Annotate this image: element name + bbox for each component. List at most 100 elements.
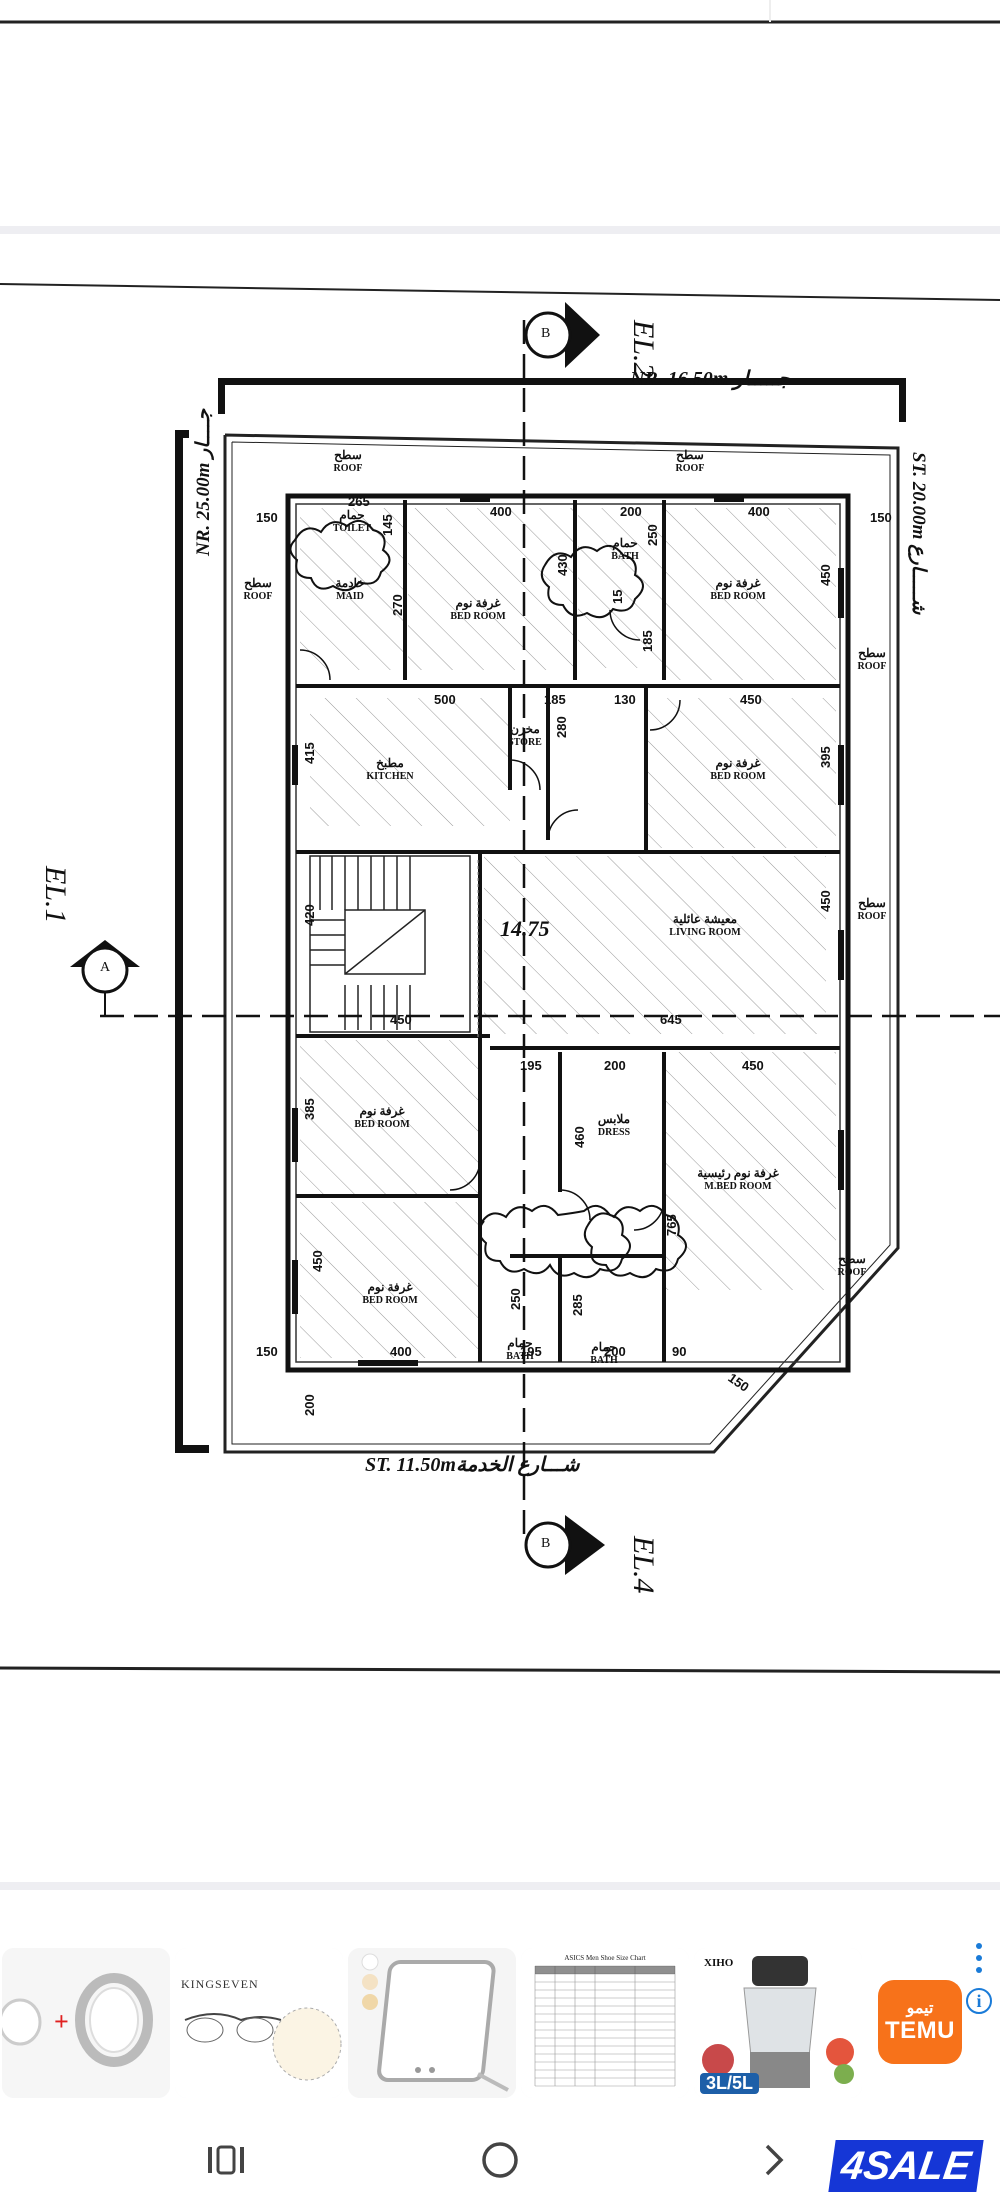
elevation-marker-1 (70, 940, 140, 1016)
home-icon (482, 2142, 518, 2178)
elevation-marker-2 (524, 302, 600, 368)
temu-logo[interactable]: تيمو TEMU (878, 1980, 962, 2064)
recent-apps-icon (208, 2145, 244, 2175)
ad-card-lamp[interactable] (348, 1948, 516, 2098)
room-label-arabic: سطح (838, 1252, 866, 1266)
room-label-english: MAID (336, 591, 364, 602)
room-label-arabic: حمام (612, 536, 638, 550)
dimension-label: 450 (740, 692, 762, 707)
room-label-arabic: غرفة نوم (715, 576, 761, 590)
room-label-english: KITCHEN (366, 771, 414, 782)
room-label-arabic: غرفة نوم (359, 1104, 405, 1118)
dimension-label: 195 (520, 1058, 542, 1073)
floor-plan-image[interactable]: EL.1 EL.2 EL.4 A B B NR. 16.50m جـــــار… (0, 236, 1000, 1676)
dimension-label: 500 (434, 692, 456, 707)
dimension-label: 395 (818, 746, 833, 768)
room-label-arabic: حمام (507, 1336, 533, 1350)
separator (0, 226, 1000, 234)
dimension-label: 450 (818, 564, 833, 586)
room-label-english: BED ROOM (710, 591, 766, 602)
street-label-ar: شـــارع الخدمة (455, 1454, 580, 1476)
room-label-arabic: سطح (676, 448, 704, 462)
dimension-label: 200 (302, 1394, 317, 1416)
recent-apps-button[interactable] (196, 2132, 256, 2188)
elevation-marker-4 (524, 1515, 605, 1575)
chopper-brand: XIHO (704, 1957, 734, 1969)
dimension-label: 450 (818, 890, 833, 912)
dimension-label: 460 (572, 1126, 587, 1148)
dimension-label: 150 (725, 1370, 752, 1395)
dimension-label: 645 (660, 1012, 682, 1027)
ad-carousel[interactable]: + KINGSEVEN ASICS Men Shoe Size Cha (0, 1940, 1000, 2110)
dimension-label: 185 (544, 692, 566, 707)
floor-plan-drawing (0, 283, 1000, 1674)
kingseven-label: KINGSEVEN (181, 1977, 259, 1991)
street-label: ST. 11.50mشـــارع الخدمة (365, 1452, 579, 1477)
dimension-label: 250 (508, 1288, 523, 1310)
room-label-english: ROOF (333, 463, 363, 474)
room-label-english: BED ROOM (450, 611, 506, 622)
room-label-english: TOILET (332, 523, 372, 534)
temu-logo-text: TEMU (885, 2017, 955, 2044)
section-mark: B (541, 326, 551, 341)
room-label-arabic: معيشة عائلية (672, 912, 738, 926)
temu-logo-arabic: تيمو (906, 2000, 934, 2017)
dimension-label: 195 (520, 1344, 542, 1359)
room-label-english: BED ROOM (710, 771, 766, 782)
size-chart-title: ASICS Men Shoe Size Chart (564, 1954, 645, 1962)
room-label-english: BATH (506, 1351, 534, 1362)
dimension-label: 15 (610, 589, 625, 604)
street-label-en: ST. 11.50m (365, 1454, 456, 1476)
ad-card-kingseven[interactable]: KINGSEVEN (175, 1948, 343, 2098)
dimension-label: 200 (620, 504, 642, 519)
ad-card-size-chart[interactable]: ASICS Men Shoe Size Chart (521, 1948, 689, 2098)
dimension-label: 415 (302, 742, 317, 764)
elevation-label: EL.4 (627, 1536, 660, 1594)
top-strip (0, 0, 1000, 226)
dimension-label: 450 (310, 1250, 325, 1272)
room-label-arabic: حمام (591, 1340, 617, 1354)
ad-info-icon[interactable]: i (966, 1988, 992, 2014)
dimension-label: 265 (348, 494, 370, 509)
room-label-arabic: سطح (858, 896, 886, 910)
back-button[interactable] (744, 2132, 804, 2188)
room-label-arabic: غرفة نوم رئيسية (697, 1166, 779, 1180)
dimension-label: 150 (870, 510, 892, 525)
dimension-label: 420 (302, 904, 317, 926)
room-label-arabic: مطبخ (376, 756, 404, 770)
room-label-arabic: غرفة نوم (715, 756, 761, 770)
navigation-bar: 4SALE (0, 2110, 1000, 2211)
ad-card-watch-case[interactable]: + (2, 1948, 170, 2098)
dimension-label: 200 (604, 1344, 626, 1359)
room-label-english: BATH (590, 1355, 618, 1366)
size-chart-image: ASICS Men Shoe Size Chart (521, 1948, 689, 2098)
svg-text:+: + (54, 2007, 69, 2036)
dimension-label: 450 (742, 1058, 764, 1073)
4sale-logo[interactable]: 4SALE (828, 2140, 984, 2192)
ad-options-icon[interactable] (974, 1940, 984, 1980)
room-label-arabic: حمام (339, 508, 365, 522)
room-label-arabic: غرفة نوم (367, 1280, 413, 1294)
dimension-label: 250 (645, 524, 660, 546)
ad-card-food-chopper[interactable]: XIHO 3L/5L (694, 1948, 862, 2098)
lamp-image (348, 1948, 516, 2098)
room-label-english: BED ROOM (362, 1295, 418, 1306)
room-label-arabic: غرفة نوم (455, 596, 501, 610)
room-label-arabic: مخزن (510, 722, 540, 736)
dimension-label: 385 (302, 1098, 317, 1120)
home-button[interactable] (470, 2132, 530, 2188)
chopper-size-label: 3L/5L (700, 2073, 760, 2094)
